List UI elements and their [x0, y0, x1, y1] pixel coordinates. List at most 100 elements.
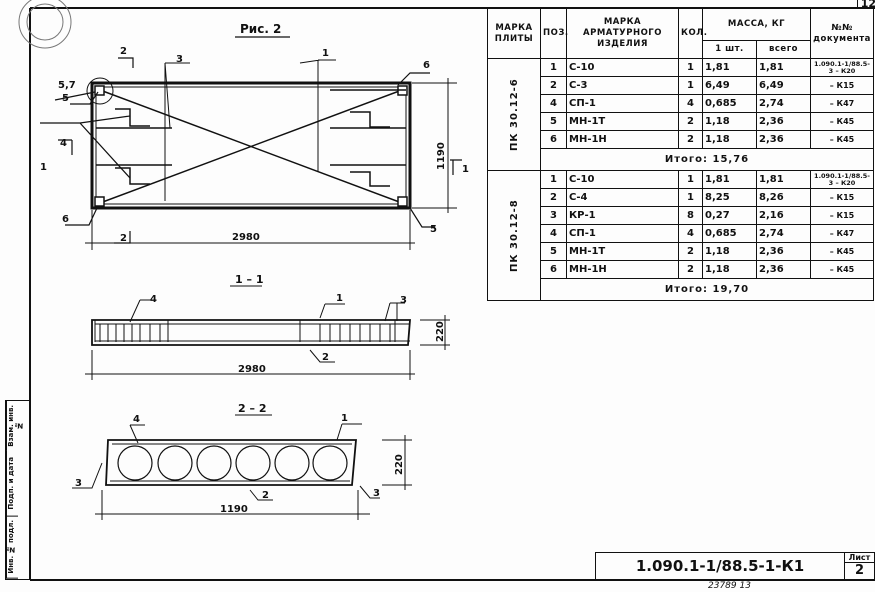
cell-total: 2,36: [756, 260, 811, 279]
label-1: 1: [322, 48, 329, 59]
cell-pos: 5: [540, 242, 567, 261]
cell-pos: 4: [540, 94, 567, 113]
header-mass-total: всего: [756, 40, 811, 59]
cut-2-label: 2: [120, 233, 127, 244]
total-row: Итого: 15,76: [488, 148, 874, 171]
header-mass-unit: 1 шт.: [702, 40, 757, 59]
cut-1-label: 1: [40, 162, 47, 173]
cell-item: МН-1Н: [566, 260, 679, 279]
cell-unit: 6,49: [702, 76, 757, 95]
cell-qty: 1: [678, 76, 703, 95]
label-3: 3: [176, 54, 183, 65]
cell-pos: 2: [540, 188, 567, 207]
section-2-2-height-dim: 220: [394, 454, 405, 475]
inv-number-label: Инв. № подл.: [6, 516, 18, 579]
group-total: Итого: 15,76: [540, 148, 874, 171]
cell-item: С-4: [566, 188, 679, 207]
label-2: 2: [262, 490, 269, 501]
cell-unit: 0,685: [702, 94, 757, 113]
sheet-label: Лист: [845, 553, 874, 563]
cell-doc: – К45: [810, 242, 874, 261]
cell-unit: 0,27: [702, 206, 757, 225]
page-number: 12: [857, 0, 875, 10]
cell-item: МН-1Н: [566, 130, 679, 149]
cut-2-label: 2: [120, 46, 127, 57]
cell-doc: – К15: [810, 206, 874, 225]
slab-mark: ПК 30.12-8: [487, 170, 541, 301]
cell-qty: 8: [678, 206, 703, 225]
label-6: 6: [423, 60, 430, 71]
cell-unit: 1,18: [702, 260, 757, 279]
cell-qty: 2: [678, 130, 703, 149]
cell-item: С-3: [566, 76, 679, 95]
plan-width-dim: 1190: [436, 142, 447, 170]
header-pos: ПОЗ.: [540, 8, 568, 59]
header-qty: КОЛ.: [678, 8, 707, 59]
cell-total: 8,26: [756, 188, 811, 207]
label-4: 4: [150, 294, 157, 305]
header-item: МАРКА АРМАТУРНОГО ИЗДЕЛИЯ: [566, 8, 679, 59]
cell-doc: – К45: [810, 130, 874, 149]
label-3: 3: [75, 478, 82, 489]
label-6: 6: [62, 214, 69, 225]
cell-unit: 1,81: [702, 170, 757, 189]
cell-unit: 8,25: [702, 188, 757, 207]
cell-pos: 2: [540, 76, 567, 95]
left-strip: Взам. инв. № Подп. и дата Инв. № подл.: [5, 400, 30, 580]
cell-item: МН-1Т: [566, 112, 679, 131]
cell-total: 6,49: [756, 76, 811, 95]
cell-total: 2,16: [756, 206, 811, 225]
cell-total: 2,36: [756, 242, 811, 261]
replace-inv-label: Взам. инв. №: [6, 401, 23, 451]
cell-total: 2,74: [756, 224, 811, 243]
cell-unit: 1,18: [702, 242, 757, 261]
cell-doc: – К15: [810, 188, 874, 207]
cell-item: С-10: [566, 170, 679, 189]
label-3: 3: [373, 488, 380, 499]
cell-pos: 1: [540, 170, 567, 189]
cell-pos: 6: [540, 260, 567, 279]
label-2: 2: [322, 352, 329, 363]
cell-pos: 5: [540, 112, 567, 131]
cell-qty: 4: [678, 224, 703, 243]
cell-qty: 2: [678, 112, 703, 131]
cell-unit: 1,18: [702, 130, 757, 149]
cell-qty: 1: [678, 58, 703, 77]
cell-total: 1,81: [756, 170, 811, 189]
cell-doc: 1.090.1-1/88.5-3 – К20: [810, 58, 874, 77]
title-block: 1.090.1-1/88.5-1-К1: [595, 552, 845, 580]
cell-doc: 1.090.1-1/88.5-3 – К20: [810, 170, 874, 189]
cell-total: 2,36: [756, 112, 811, 131]
cell-doc: – К45: [810, 112, 874, 131]
sheet-box: Лист 2: [845, 552, 875, 580]
section-1-1-length-dim: 2980: [238, 364, 266, 375]
cell-doc: – К47: [810, 94, 874, 113]
cell-doc: – К45: [810, 260, 874, 279]
group-total: Итого: 19,70: [540, 278, 874, 301]
label-5: 5: [62, 93, 69, 104]
label-5-7: 5,7: [58, 80, 76, 91]
header-slab: МАРКА ПЛИТЫ: [487, 8, 541, 59]
section-1-1: 1 – 1 4 1 3 2 2980 220: [85, 273, 450, 380]
cell-item: МН-1Т: [566, 242, 679, 261]
section-1-1-title: 1 – 1: [235, 273, 263, 286]
slab-mark: ПК 30.12-6: [487, 58, 541, 171]
header-doc: №№ документа: [810, 8, 874, 59]
label-5: 5: [430, 224, 437, 235]
cut-1-label: 1: [462, 164, 469, 175]
cell-qty: 2: [678, 260, 703, 279]
cell-qty: 1: [678, 170, 703, 189]
